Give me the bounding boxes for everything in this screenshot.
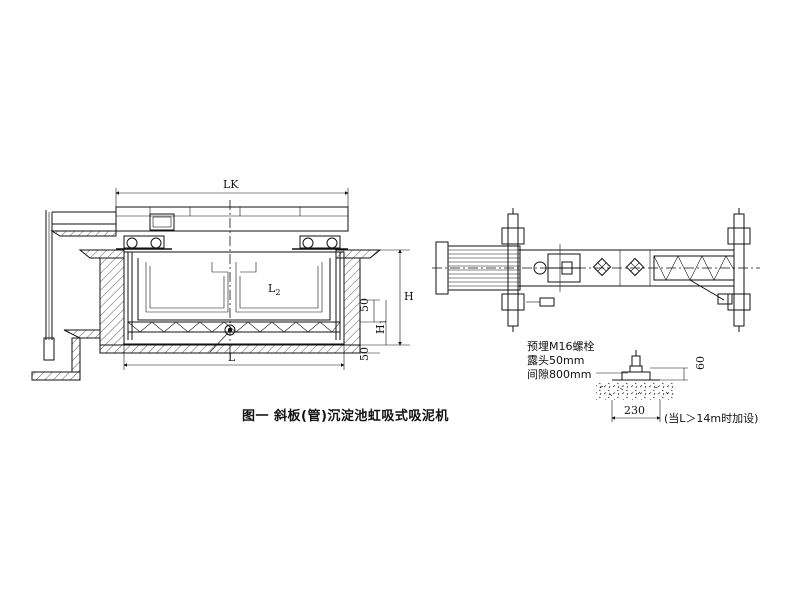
- dim-50-top-label: 50: [358, 298, 371, 312]
- note-line1: 预埋M16螺栓: [527, 339, 595, 353]
- suction-header-truss: [127, 321, 341, 353]
- right-wheel-assembly: [292, 235, 348, 250]
- note-line3: 间隙800mm: [527, 367, 591, 381]
- dim-h1-label: H1: [374, 319, 388, 334]
- valve-fittings: [592, 257, 645, 277]
- dim-50-bottom-label: 50: [358, 347, 371, 361]
- plan-view: [432, 208, 760, 332]
- dim-l-label: L: [228, 351, 236, 364]
- anchor-bolt-detail: 预埋M16螺栓 露头50mm 间隙800mm 60 230 (当L＞14m时加设…: [527, 339, 758, 425]
- dim-h-label: H: [404, 290, 414, 303]
- note-line2: 露头50mm: [527, 354, 584, 367]
- tank-walls: [78, 249, 382, 354]
- dim-230-label: 230: [624, 404, 645, 417]
- dim-60-label: 60: [694, 356, 707, 370]
- dim-lk-label: LK: [223, 178, 239, 191]
- bridge-frame: [50, 206, 349, 237]
- figure-caption: 图一 斜板(管)沉淀池虹吸式吸泥机: [242, 408, 449, 424]
- left-wheel-assembly: [116, 235, 172, 250]
- dim-l: L: [123, 345, 345, 370]
- discharge-pipe: [31, 210, 101, 381]
- inclined-plate-module: L2: [127, 252, 341, 340]
- right-end-carriage: [727, 208, 751, 332]
- drive-unit: [526, 253, 581, 307]
- dim-lk: LK: [115, 178, 349, 212]
- plan-truss: [653, 255, 735, 305]
- left-end-carriage: [501, 208, 525, 332]
- elevation-view: LK: [31, 178, 414, 381]
- dim-l2-label: L2: [268, 282, 280, 297]
- condition-note: (当L＞14m时加设): [664, 411, 758, 425]
- dim-vertical-set: H 50 H1 50: [358, 249, 414, 361]
